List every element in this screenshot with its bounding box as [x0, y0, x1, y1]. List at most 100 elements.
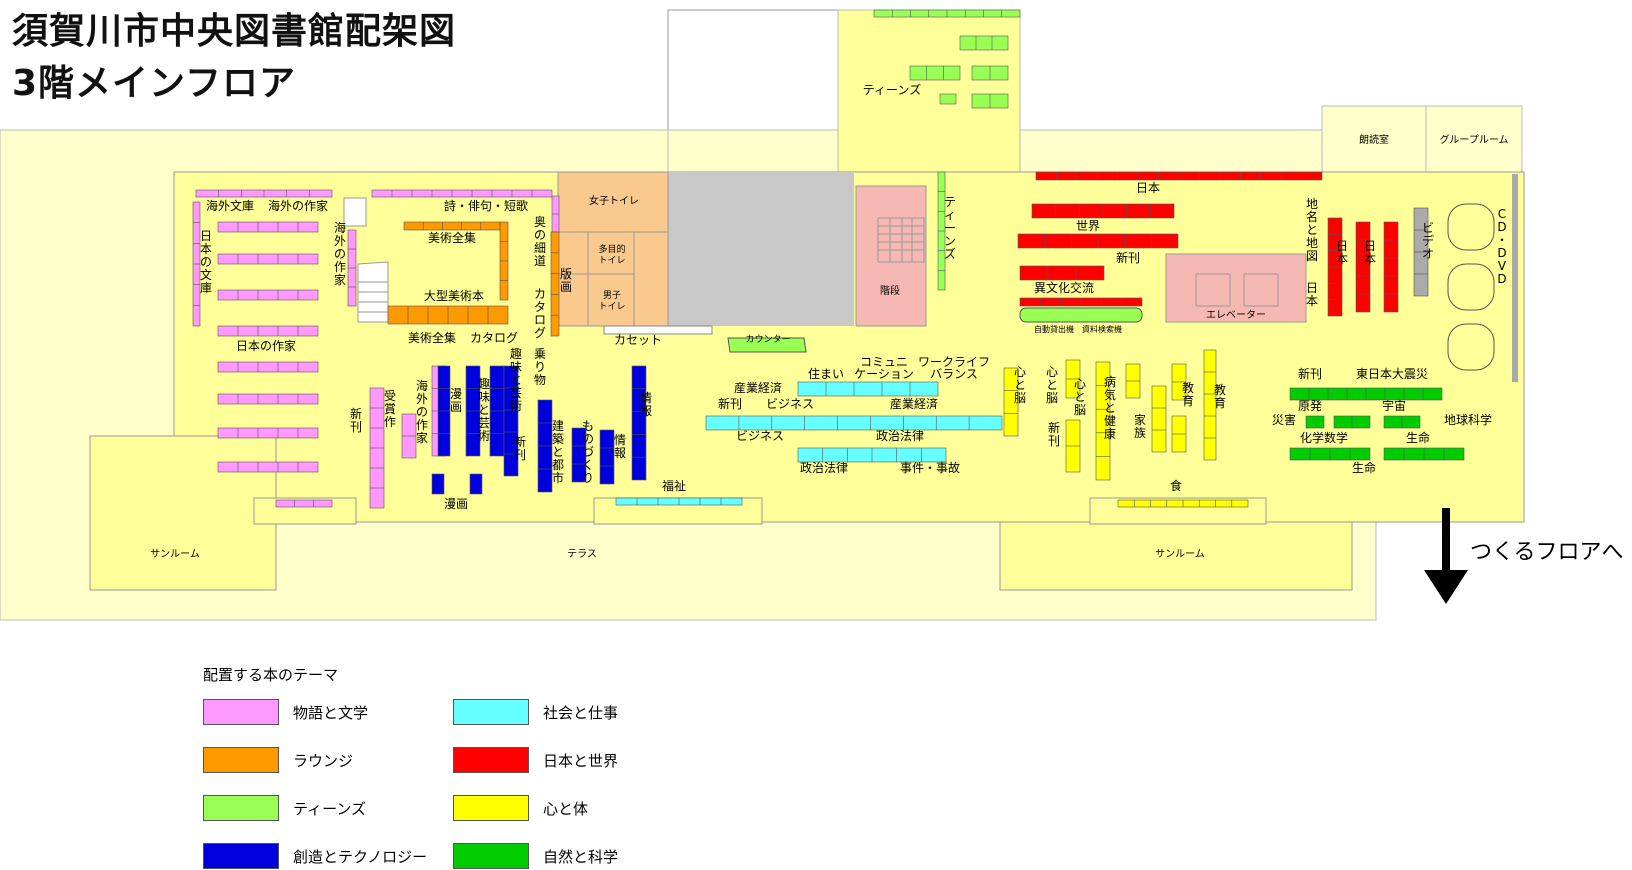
shelf-label-l29: 産業経済 [734, 380, 782, 395]
shelf-label-l43: 世界 [1076, 219, 1100, 233]
av-booths [1447, 203, 1495, 371]
floor-subtitle: 3階メインフロア [12, 63, 296, 104]
shelf-label-l46: 地名と地図 [1306, 197, 1318, 263]
legend-label: 自然と科学 [543, 847, 619, 866]
next-floor-direction: つくるフロアへ [1470, 540, 1624, 565]
legend-item: 日本と世界 [453, 746, 618, 774]
legend-swatch [453, 843, 529, 869]
legend-label: ティーンズ [293, 799, 367, 818]
shelf-label-l19: 趣味と芸術 [478, 376, 490, 443]
service-counter[interactable] [727, 337, 807, 353]
shelf-story [371, 189, 553, 198]
shelf-label-l31: コミュニケーション [854, 355, 914, 381]
shelf-label-l21: 新刊 [514, 434, 526, 462]
stairs-label: 階段 [880, 284, 900, 297]
shelf-label-l62: 東日本大震災 [1356, 367, 1428, 381]
legend-swatch [203, 747, 279, 773]
shelf-story [217, 427, 319, 439]
shelf-label-l53: 心と脳 [1046, 365, 1058, 405]
reading-room-label: 朗読室 [1359, 133, 1389, 146]
shelf-story [217, 361, 319, 373]
shelf-story [217, 253, 319, 265]
shelf-label-l14: カセット [614, 333, 662, 347]
legend-swatch [453, 699, 529, 725]
shelf-story [217, 461, 319, 473]
shelf-lounge [550, 231, 560, 337]
shelf-teens [909, 65, 961, 81]
shelf-label-l44: 新刊 [1116, 250, 1140, 265]
shelf-label-l17: 海外の作家 [416, 378, 428, 445]
shelf-label-l63: 原発 [1298, 399, 1322, 413]
shelf-label-l42: 日本 [1136, 181, 1160, 195]
legend-item: 心と体 [453, 794, 588, 822]
shelf-label-l57: 家族 [1134, 412, 1146, 440]
shelf-label-l04: 海外の作家 [334, 220, 346, 287]
shelf-layer [192, 9, 1465, 509]
shelf-society [797, 381, 939, 397]
counter-label: カウンター [745, 334, 790, 345]
shelf-label-l01: 海外文庫 [206, 198, 254, 213]
shelf-label-l10: カタログ [470, 331, 518, 345]
cassette-shelf [603, 325, 713, 335]
shelf-label-l26: 情報 [640, 391, 652, 418]
elevator [1165, 253, 1307, 323]
shelf-label-l59: 教育 [1214, 382, 1226, 410]
shelf-creation [469, 473, 483, 495]
shelf-label-l48: 日本 [1364, 239, 1376, 266]
shelf-creation [571, 427, 587, 483]
reading-room [1321, 105, 1427, 173]
sunroom-right-label: サンルーム [1155, 548, 1205, 560]
shelf-story [217, 289, 319, 301]
shelf-nature [1305, 415, 1325, 429]
stairs [855, 185, 927, 327]
shelf-label-l60: 食 [1170, 478, 1182, 493]
shelf-label-l37: 政治法律 [876, 429, 924, 443]
legend-swatch [453, 747, 529, 773]
shelf-label-l68: 生命 [1406, 430, 1430, 445]
shelf-label-l65: 災害 [1272, 412, 1296, 427]
shelf-label-l05: 日本の作家 [236, 338, 296, 353]
shelf-mind-body [1003, 367, 1019, 437]
shelf-label-l38: 政治法律 [800, 461, 848, 475]
shelf-label-l23: 建築と都市 [552, 419, 564, 485]
shelf-label-l20: 趣味と芸術 [510, 346, 522, 413]
corridor [667, 129, 839, 173]
shelf-label-l69: 生命 [1352, 460, 1376, 475]
shelf-teens [939, 93, 957, 105]
shelf-label-l55: 新刊 [1048, 420, 1060, 448]
shelf-story [217, 221, 319, 233]
shelf-label-l08: 大型美術本 [424, 289, 484, 303]
shelf-teens [959, 35, 1009, 51]
legend-label: ラウンジ [293, 751, 354, 770]
womens-toilet-label: 女子トイレ [589, 194, 639, 207]
shelf-label-l09: 美術全集 [408, 330, 456, 345]
shelf-label-l11: 奥の細道 [534, 215, 546, 268]
sunroom-left [89, 435, 277, 591]
shelf-label-l58: 教育 [1182, 380, 1194, 408]
legend-item: ラウンジ [203, 746, 353, 774]
shelf-label-l39: 事件・事故 [900, 460, 960, 475]
shelf-label-l61: 新刊 [1298, 366, 1322, 381]
legend-label: 創造とテクノロジー [293, 847, 428, 866]
shelf-japan-world [1355, 221, 1371, 313]
shelf-label-l16: 受賞作 [384, 389, 396, 429]
shelf-label-l50: ビデオ [1422, 221, 1434, 261]
shelf-story [217, 325, 319, 337]
shelf-label-l64: 宇宙 [1382, 398, 1406, 413]
shelf-label-l02: 海外の作家 [268, 198, 328, 213]
legend-item: 社会と仕事 [453, 698, 618, 726]
shelf-label-l22: 乗り物 [534, 347, 546, 387]
cd-dvd-shelf [1512, 174, 1518, 382]
shelf-society [705, 415, 1003, 431]
open-area [667, 9, 839, 133]
shelf-label-l27: 漫画 [444, 497, 468, 511]
shelf-label-l25: 情報 [614, 433, 626, 460]
self-checkout-label: 自動貸出機 資料検索機 [1034, 324, 1122, 334]
shelf-label-l40: ティーンズ [863, 82, 921, 97]
self-checkout-machines[interactable] [1019, 307, 1143, 323]
shelf-label-l12: 版画 [560, 267, 572, 294]
shelf-mind-body [1151, 385, 1167, 453]
legend-title: 配置する本のテーマ [203, 666, 339, 684]
shelf-label-l54: 心と脳 [1074, 377, 1086, 417]
shelf-mind-body [1203, 349, 1217, 461]
